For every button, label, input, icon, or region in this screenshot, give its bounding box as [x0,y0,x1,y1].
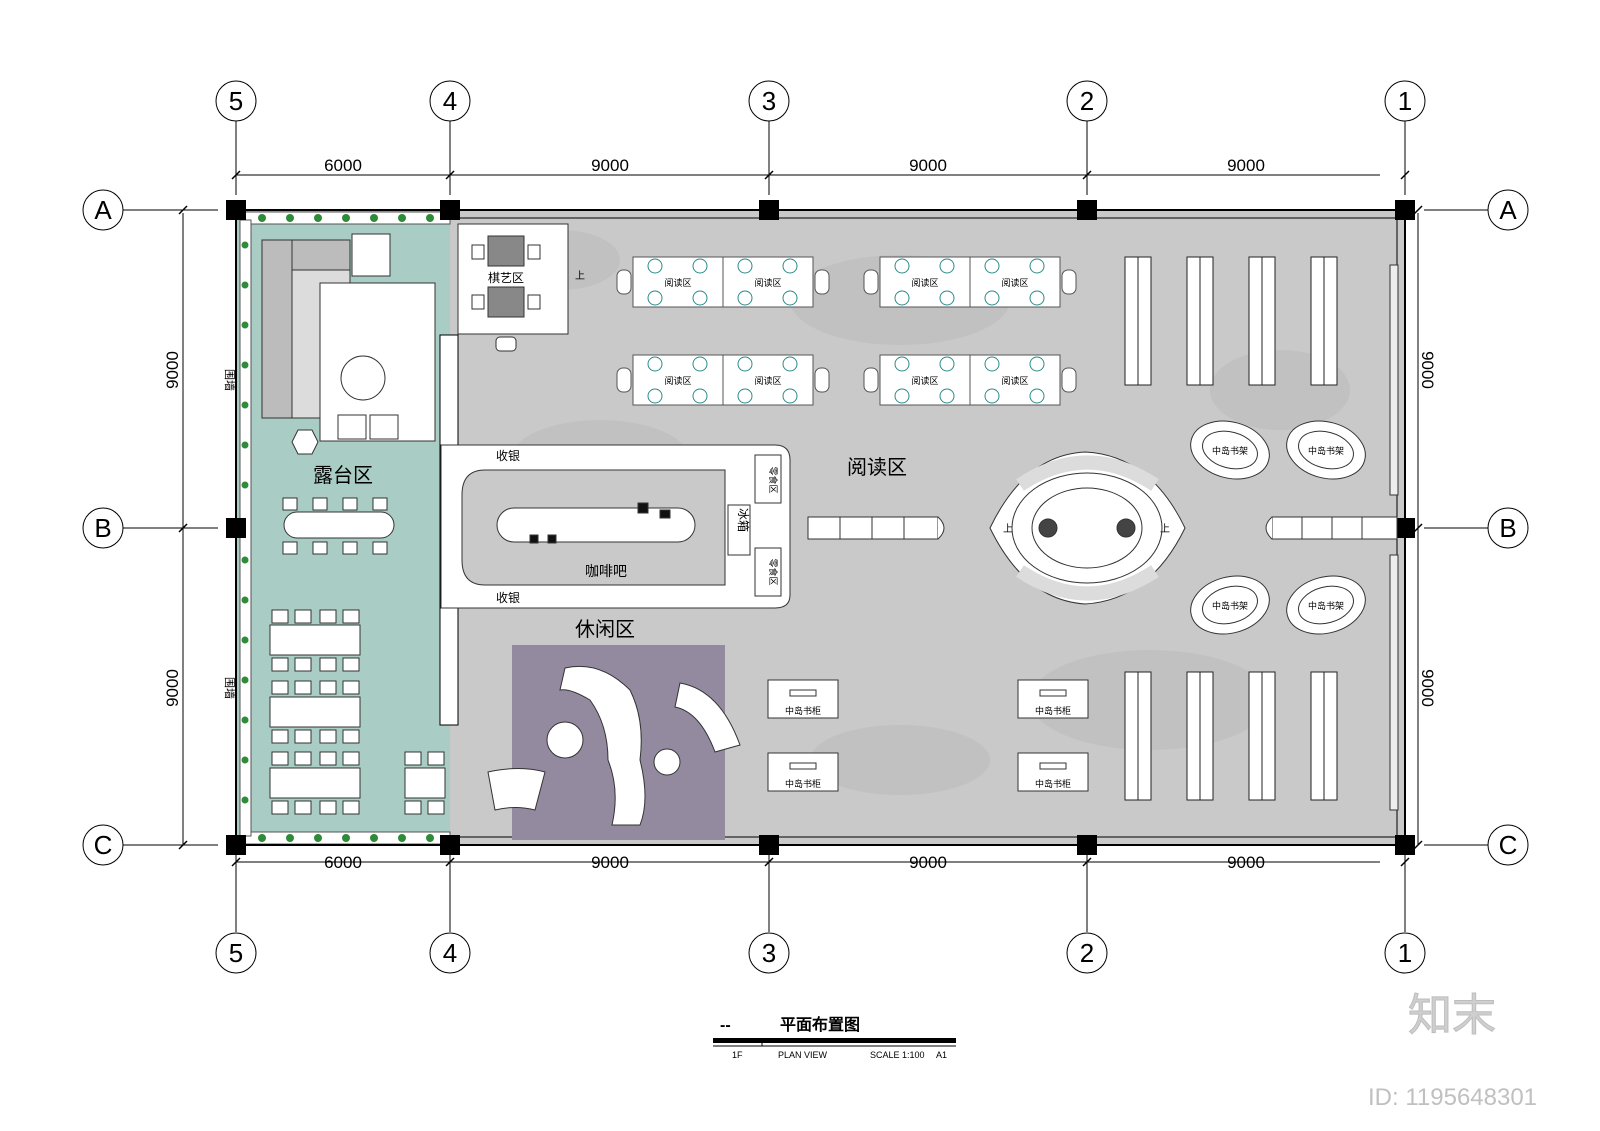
label-cafe: 咖啡吧 [585,563,627,579]
island-cabinet-labels: 中岛书柜 中岛书柜 中岛书柜 中岛书柜 [785,705,1071,789]
label-terrace: 露台区 [313,464,373,487]
view-label: PLAN VIEW [778,1050,828,1060]
col-5-bottom: 5 [229,938,243,968]
col-5-top: 5 [229,86,243,116]
table-label: 阅读区 [1001,375,1028,386]
label-wall-top: 围墙 [223,369,237,391]
top-dim-3: 9000 [909,156,947,175]
table-label: 阅读区 [664,375,691,386]
island-shelf-label: 中岛书架 [1212,445,1248,456]
table-label: 阅读区 [664,277,691,288]
label-up-left: 上 [1003,523,1013,535]
dimension-lines [122,120,1488,932]
drawing-title: 平面布置图 [780,1015,860,1034]
zone-labels: 露台区 棋艺区 阅读区 咖啡吧 休闲区 收银 收银 冰箱 零食区 零食区 围墙 … [223,270,1170,699]
grid-bubbles [82,80,1529,974]
top-dim-2: 9000 [591,156,629,175]
table-label: 阅读区 [754,375,781,386]
scale-label: SCALE 1:100 [870,1050,925,1060]
label-up-chess: 上 [575,270,585,282]
row-c-left: C [94,830,113,860]
island-shelves [1190,420,1366,635]
label-fridge: 冰箱 [736,508,751,532]
col-2-bottom: 2 [1080,938,1094,968]
sheet-label: A1 [936,1050,947,1060]
wall-shelves-right [1389,264,1399,811]
left-dim-2: 9000 [163,669,182,707]
col-4-top: 4 [443,86,457,116]
col-2-top: 2 [1080,86,1094,116]
label-leisure: 休闲区 [575,618,635,641]
right-dim-2: 9000 [1418,669,1437,707]
label-cashier-bottom: 收银 [496,591,520,605]
tall-bookshelves [1124,256,1338,801]
row-a-right: A [1499,195,1517,225]
chess-area [457,223,569,352]
label-wall-bottom: 围墙 [223,677,237,699]
table-labels: 阅读区 阅读区 阅读区 阅读区 阅读区 阅读区 阅读区 阅读区 [664,277,1028,386]
bottom-dim-4: 9000 [1227,853,1265,872]
reading-chairs [647,258,1045,404]
col-1-top: 1 [1398,86,1412,116]
cafe-bar [440,444,791,609]
dimension-labels: 6000 9000 9000 9000 6000 9000 9000 9000 … [163,156,1437,872]
table-label: 阅读区 [1001,277,1028,288]
grid-bubble-labels: 5 4 3 2 1 5 4 3 2 1 A B C A B C [94,86,1518,968]
col-3-top: 3 [762,86,776,116]
row-c-right: C [1499,830,1518,860]
bottom-dim-2: 9000 [591,853,629,872]
table-label: 阅读区 [911,375,938,386]
island-cabinet-label: 中岛书柜 [1035,778,1071,789]
island-shelf-label: 中岛书架 [1212,600,1248,611]
island-cabinets [767,679,1089,792]
bottom-dim-1: 6000 [324,853,362,872]
col-4-bottom: 4 [443,938,457,968]
label-reading: 阅读区 [847,456,907,479]
top-dim-1: 6000 [324,156,362,175]
label-up-right: 上 [1160,523,1170,535]
island-shelf-labels: 中岛书架 中岛书架 中岛书架 中岛书架 [1212,445,1344,611]
title-block: -- 平面布置图 1F PLAN VIEW SCALE 1:100 A1 [713,1015,956,1060]
watermark-logo: 知末 [1408,990,1496,1041]
b-line-shelves [807,516,1398,540]
terrace-lounge [261,233,436,455]
row-b-left: B [94,513,111,543]
right-dim-1: 9000 [1418,351,1437,389]
title-prefix: -- [720,1017,731,1034]
row-b-right: B [1499,513,1516,543]
island-shelf-label: 中岛书架 [1308,600,1344,611]
terrace-long-table [282,497,395,555]
watermark: 知末 ID: 1195648301 [1368,990,1537,1112]
col-3-bottom: 3 [762,938,776,968]
row-a-left: A [94,195,112,225]
label-cashier-top: 收银 [496,449,520,463]
left-dim-1: 9000 [163,351,182,389]
label-snack-bottom: 零食区 [768,558,779,585]
island-cabinet-label: 中岛书柜 [785,778,821,789]
central-island [989,451,1186,605]
top-dim-4: 9000 [1227,156,1265,175]
floor-label: 1F [732,1050,743,1060]
watermark-id: ID: 1195648301 [1368,1084,1537,1111]
island-shelf-label: 中岛书架 [1308,445,1344,456]
island-cabinet-label: 中岛书柜 [1035,705,1071,716]
label-snack-top: 零食区 [768,466,779,493]
table-label: 阅读区 [754,277,781,288]
island-cabinet-label: 中岛书柜 [785,705,821,716]
col-1-bottom: 1 [1398,938,1412,968]
label-chess: 棋艺区 [488,271,524,285]
leisure-sofas [487,665,741,826]
terrace-dining-tables [269,609,446,815]
bottom-dim-3: 9000 [909,853,947,872]
table-label: 阅读区 [911,277,938,288]
